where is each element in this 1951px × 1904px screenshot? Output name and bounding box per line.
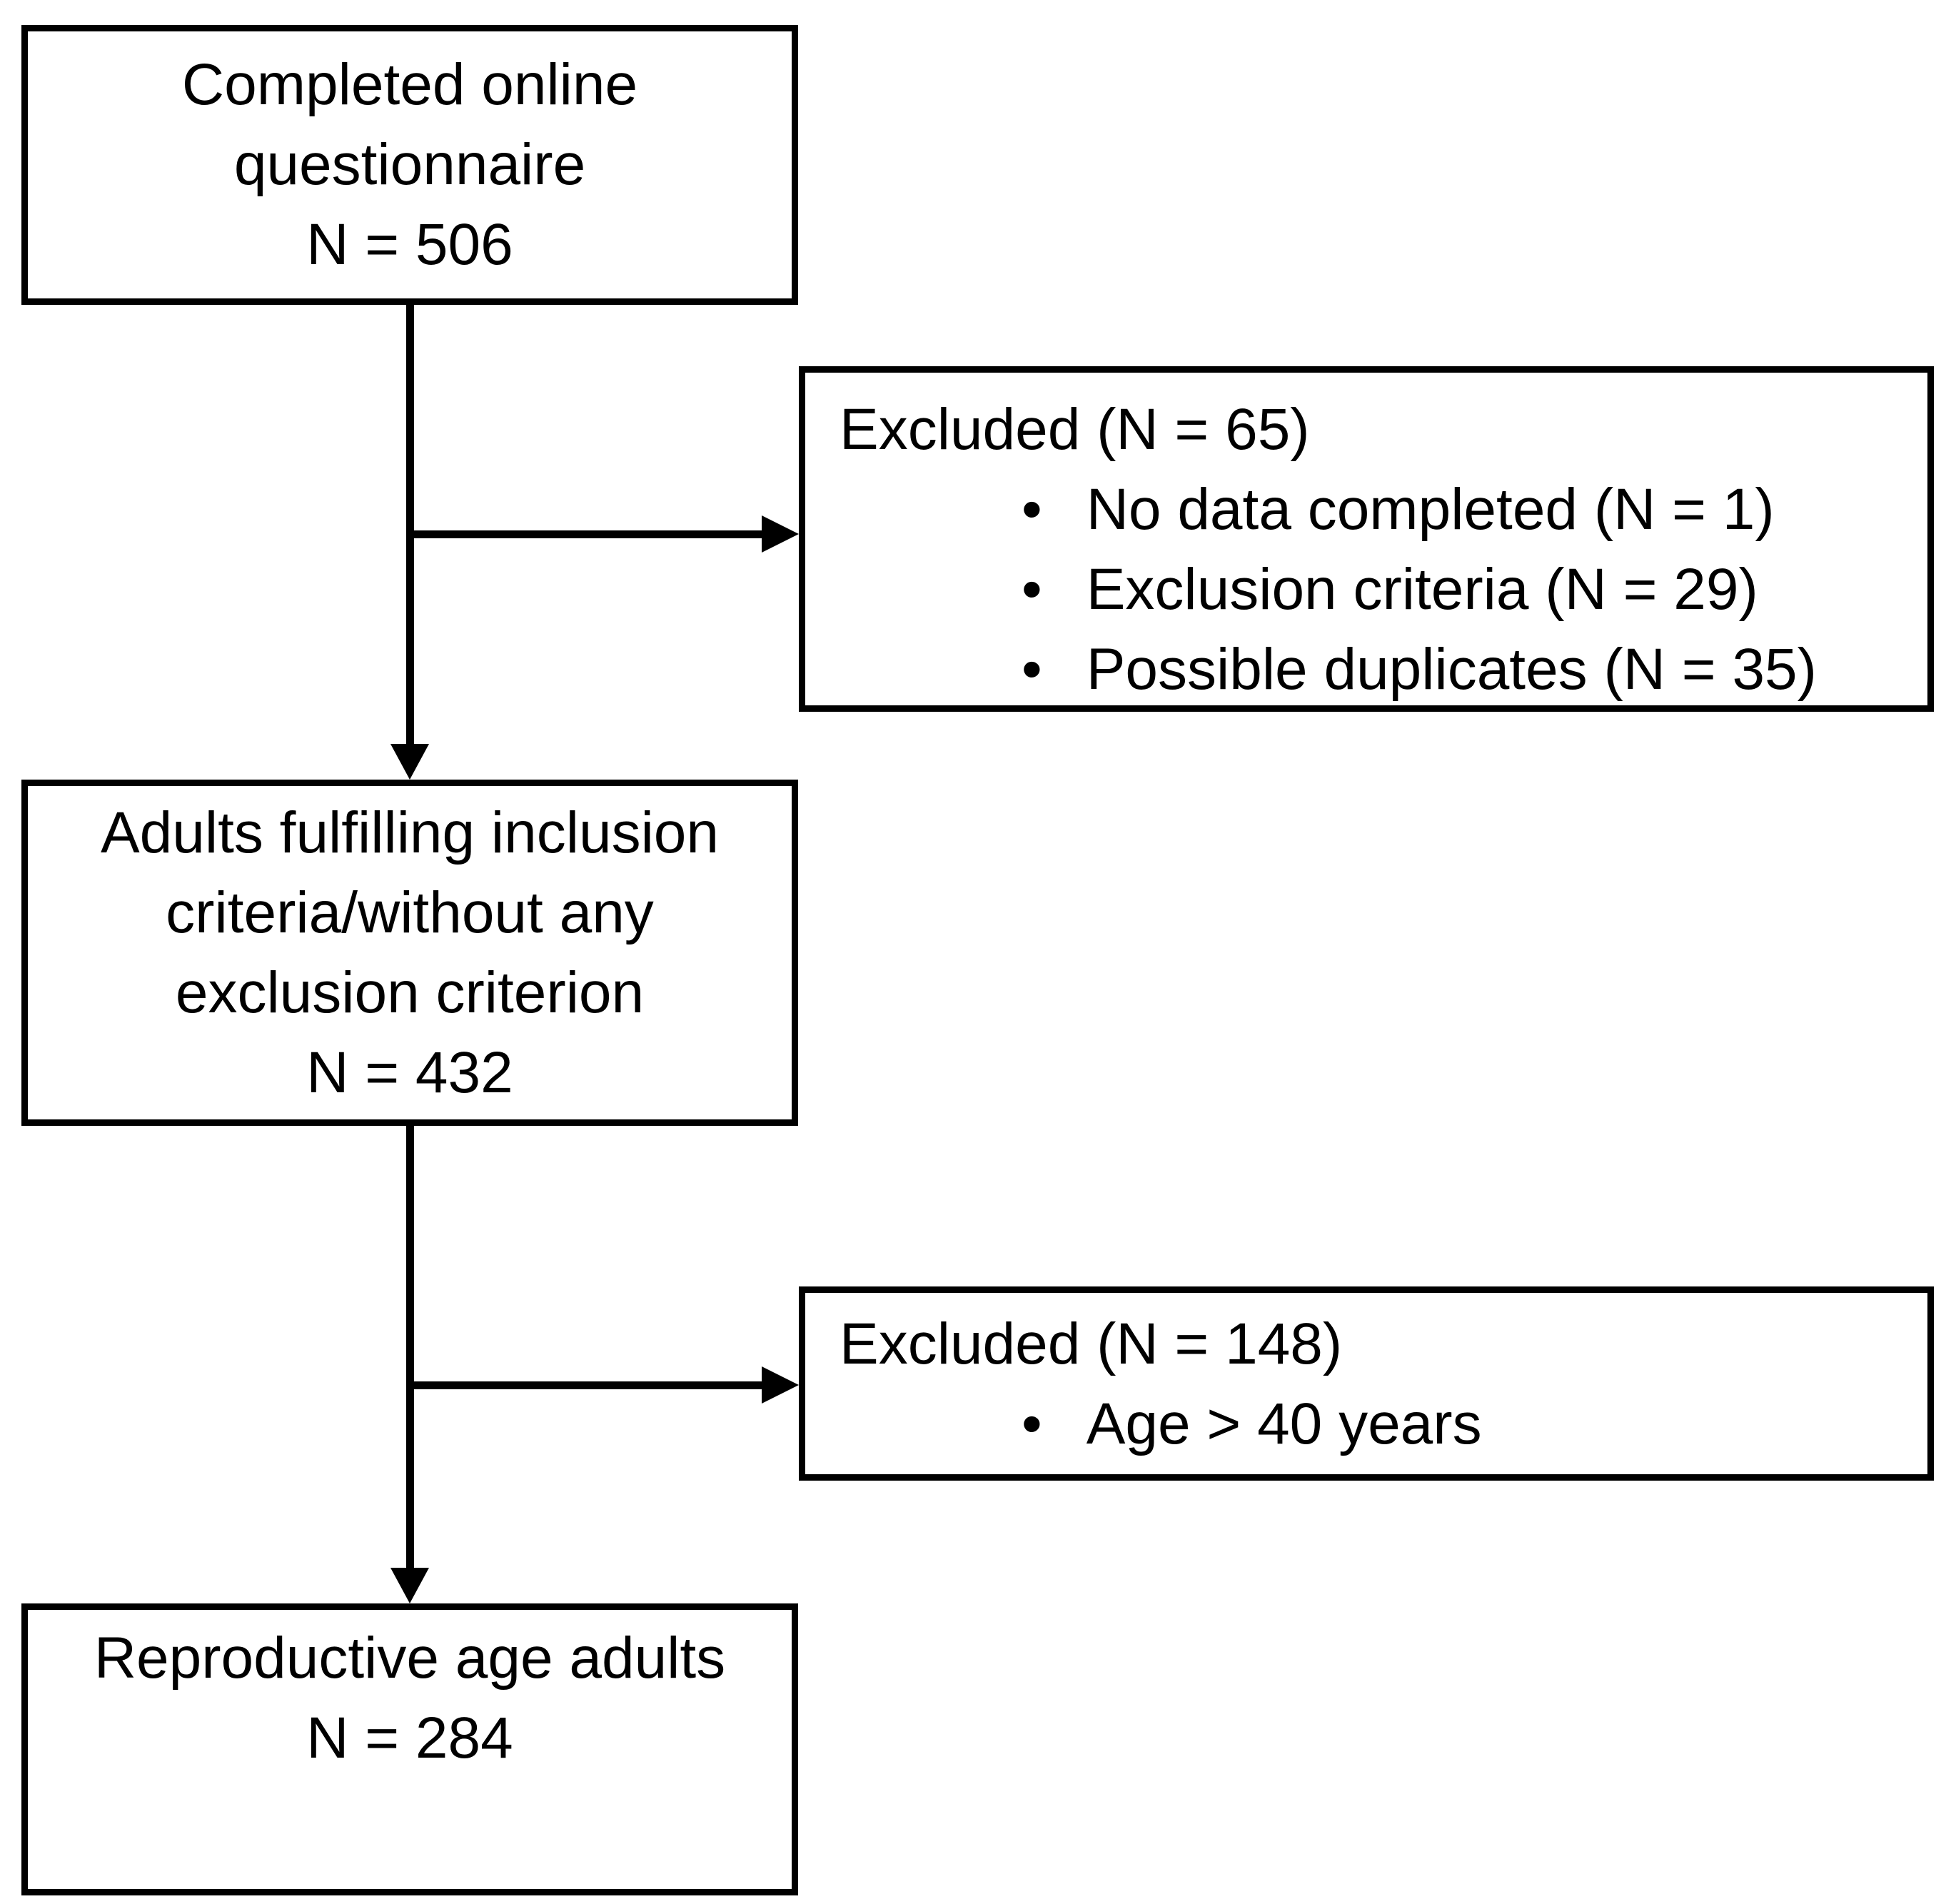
arrowhead-down-icon: [390, 744, 429, 780]
arrowhead-down-icon: [390, 1568, 429, 1603]
bullet-icon: •: [1022, 1391, 1042, 1456]
flow-line-branch-2: [410, 1381, 763, 1389]
excluded-reason: Age > 40 years: [1086, 1391, 1482, 1456]
node-count-label: N = 432: [306, 1039, 513, 1105]
node-text-line: Reproductive age adults: [94, 1626, 726, 1691]
node-text-line: exclusion criterion: [175, 959, 645, 1025]
list-item: • Exclusion criteria (N = 29): [1022, 550, 1913, 630]
excluded-bullet-list: • No data completed (N = 1) • Exclusion …: [840, 470, 1913, 710]
node-excluded-age: Excluded (N = 148) • Age > 40 years: [799, 1286, 1934, 1481]
node-text-line: Adults fulfilling inclusion: [100, 800, 719, 865]
node-count-label: N = 284: [306, 1706, 513, 1770]
excluded-title: Excluded (N = 65): [840, 397, 1310, 462]
bullet-icon: •: [1022, 477, 1042, 542]
node-excluded-screening: Excluded (N = 65) • No data completed (N…: [799, 366, 1934, 712]
excluded-reason: No data completed (N = 1): [1086, 477, 1775, 542]
node-count-label: N = 506: [306, 212, 513, 277]
arrowhead-right-icon: [762, 1366, 799, 1404]
node-text-line: Completed online: [181, 52, 638, 117]
node-text-line: criteria/without any: [166, 880, 654, 945]
bullet-icon: •: [1022, 637, 1042, 702]
excluded-reason: Exclusion criteria (N = 29): [1086, 557, 1758, 622]
node-completed-questionnaire: Completed online questionnaire N = 506: [21, 25, 798, 305]
excluded-title: Excluded (N = 148): [840, 1311, 1343, 1376]
flow-line-vertical-1: [406, 305, 414, 745]
excluded-bullet-list: • Age > 40 years: [840, 1384, 1913, 1464]
list-item: • Possible duplicates (N = 35): [1022, 630, 1913, 710]
list-item: • Age > 40 years: [1022, 1384, 1913, 1464]
node-reproductive-age-adults: Reproductive age adults N = 284: [21, 1603, 798, 1895]
node-text-line: questionnaire: [233, 132, 586, 197]
node-inclusion-criteria: Adults fulfilling inclusion criteria/wit…: [21, 780, 798, 1126]
list-item: • No data completed (N = 1): [1022, 470, 1913, 550]
bullet-icon: •: [1022, 557, 1042, 622]
excluded-reason: Possible duplicates (N = 35): [1086, 637, 1817, 702]
flow-line-vertical-2: [406, 1126, 414, 1569]
flow-line-branch-1: [410, 530, 763, 538]
arrowhead-right-icon: [762, 515, 799, 553]
